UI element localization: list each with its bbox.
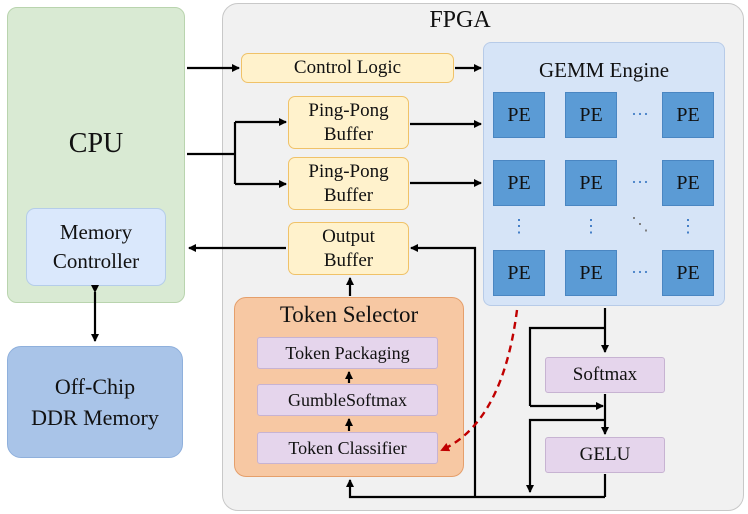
pe-v-ellipsis-2: ⋮ [582,216,600,236]
ping-pong-buffer-1: Ping-Pong Buffer [288,96,409,149]
pe-r2c3: PE [662,160,714,206]
token-packaging-label: Token Packaging [285,342,410,363]
pe-r1c3: PE [662,92,714,138]
wire-bus-output [410,244,477,497]
fpga-title: FPGA [429,7,491,33]
ping-pong-buffer-1-label: Ping-Pong Buffer [308,99,389,145]
pe-r2c2: PE [565,160,617,206]
off-chip-ddr-memory: Off-Chip DDR Memory [7,346,183,458]
wire-gelu-bypass-top [526,418,605,493]
pe-label: PE [676,171,700,194]
gelu-block: GELU [545,437,665,473]
ping-pong-buffer-2-label: Ping-Pong Buffer [308,160,389,206]
gumble-softmax-label: GumbleSoftmax [288,389,407,410]
token-selector-title: Token Selector [279,302,419,327]
token-packaging-block: Token Packaging [257,337,438,369]
pe-label: PE [507,103,531,126]
softmax-block: Softmax [545,357,665,393]
pe-h-ellipsis-2: ··· [631,172,649,192]
pe-r1c2: PE [565,92,617,138]
wire-bottom-bus [346,479,605,499]
output-buffer: Output Buffer [288,222,409,275]
ping-pong-buffer-2: Ping-Pong Buffer [288,157,409,210]
token-classifier-label: Token Classifier [288,437,407,458]
wire-gemm-bypass [528,326,605,406]
gelu-label: GELU [579,444,631,465]
pe-v-ellipsis-1: ⋮ [510,216,528,236]
pe-v-ellipsis-3: ⋮ [679,216,697,236]
cpu-title: CPU [68,128,124,159]
token-classifier-block: Token Classifier [257,432,438,464]
pe-d-ellipsis: ⋱ [631,214,649,234]
gumble-softmax-block: GumbleSoftmax [257,384,438,416]
control-logic-label: Control Logic [293,57,402,78]
gemm-engine-title: GEMM Engine [538,58,670,82]
pe-label: PE [507,261,531,284]
pe-r3c2: PE [565,250,617,296]
pe-label: PE [507,171,531,194]
pe-h-ellipsis-1: ··· [631,104,649,124]
pe-r1c1: PE [493,92,545,138]
pe-label: PE [579,103,603,126]
ddr-label: Off-Chip DDR Memory [31,374,159,430]
pe-h-ellipsis-3: ··· [631,262,649,282]
pe-r3c3: PE [662,250,714,296]
pe-label: PE [676,261,700,284]
pe-label: PE [676,103,700,126]
control-logic-block: Control Logic [241,53,454,83]
pe-label: PE [579,171,603,194]
wire-gemm-classifier-dashed [440,309,519,452]
pe-r2c1: PE [493,160,545,206]
output-buffer-label: Output Buffer [322,225,375,271]
softmax-label: Softmax [572,364,638,385]
memory-controller-label: Memory Controller [52,220,140,273]
pe-label: PE [579,261,603,284]
pe-r3c1: PE [493,250,545,296]
memory-controller: Memory Controller [26,208,166,286]
